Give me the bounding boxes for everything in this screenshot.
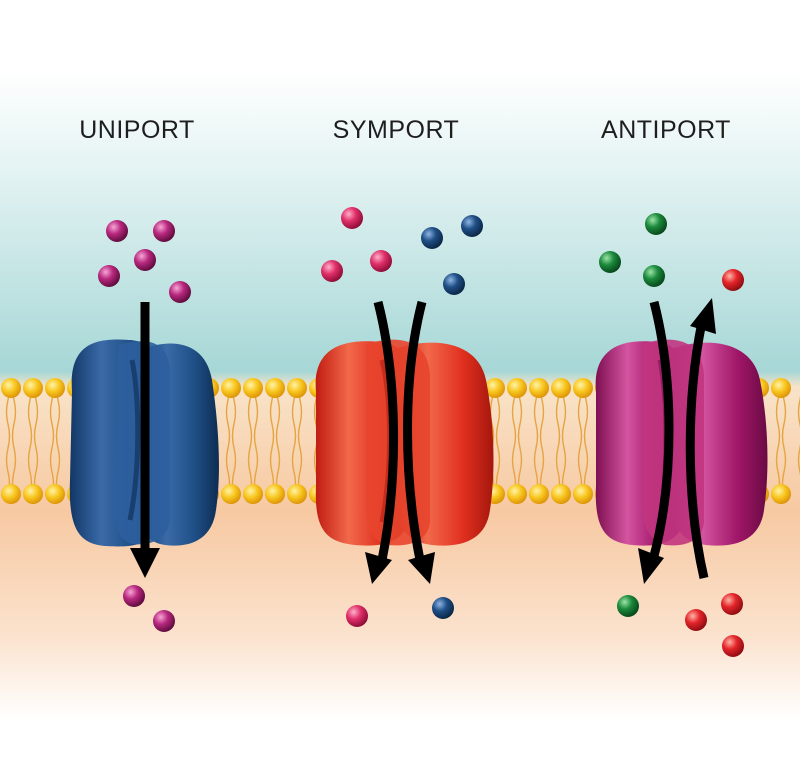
antiport-arrow-outward — [685, 298, 716, 580]
blue-molecule — [421, 227, 443, 249]
lipid-head — [23, 484, 43, 504]
magenta-molecule — [98, 265, 120, 287]
lipid-head — [23, 378, 43, 398]
lipid-head — [529, 484, 549, 504]
blue-molecule — [443, 273, 465, 295]
lipid-head — [1, 484, 21, 504]
magenta-molecule — [106, 220, 128, 242]
lipid-head — [265, 484, 285, 504]
antiport-arrow-inward — [638, 300, 674, 584]
pink-molecule — [370, 250, 392, 272]
lipid-head — [221, 484, 241, 504]
lipid-head — [573, 378, 593, 398]
pink-molecule — [321, 260, 343, 282]
magenta-molecule — [134, 249, 156, 271]
symport-arrow-blue — [403, 300, 435, 584]
red-molecule — [722, 635, 744, 657]
lipid-head — [551, 484, 571, 504]
lipid-head — [243, 484, 263, 504]
lipid-head — [529, 378, 549, 398]
magenta-molecule — [153, 610, 175, 632]
red-molecule — [722, 269, 744, 291]
symport-molecules — [321, 207, 483, 627]
magenta-molecule — [153, 220, 175, 242]
red-molecule — [721, 593, 743, 615]
symport-arrow-magenta — [365, 300, 399, 584]
green-molecule — [645, 213, 667, 235]
lipid-head — [45, 378, 65, 398]
lipid-head — [287, 378, 307, 398]
lipid-head — [243, 378, 263, 398]
lipid-head — [485, 378, 505, 398]
uniport-arrow — [130, 302, 160, 578]
pink-molecule — [346, 605, 368, 627]
lipid-head — [771, 378, 791, 398]
lipid-head — [573, 484, 593, 504]
green-molecule — [599, 251, 621, 273]
lipid-head — [221, 378, 241, 398]
pink-molecule — [341, 207, 363, 229]
antiport-molecules — [599, 213, 744, 657]
magenta-molecule — [123, 585, 145, 607]
uniport-molecules — [98, 220, 191, 632]
green-molecule — [643, 265, 665, 287]
uniport-title: UNIPORT — [79, 116, 195, 144]
lipid-head — [771, 484, 791, 504]
red-molecule — [685, 609, 707, 631]
lipid-head — [1, 378, 21, 398]
lipid-head — [265, 378, 285, 398]
lipid-head — [287, 484, 307, 504]
symport-title: SYMPORT — [332, 116, 460, 144]
lipid-head — [507, 484, 527, 504]
blue-molecule — [432, 597, 454, 619]
green-molecule — [617, 595, 639, 617]
blue-molecule — [461, 215, 483, 237]
lipid-head — [45, 484, 65, 504]
antiport-title: ANTIPORT — [601, 116, 731, 144]
antiport-protein — [595, 339, 768, 546]
lipid-head — [507, 378, 527, 398]
magenta-molecule — [169, 281, 191, 303]
lipid-head — [551, 378, 571, 398]
